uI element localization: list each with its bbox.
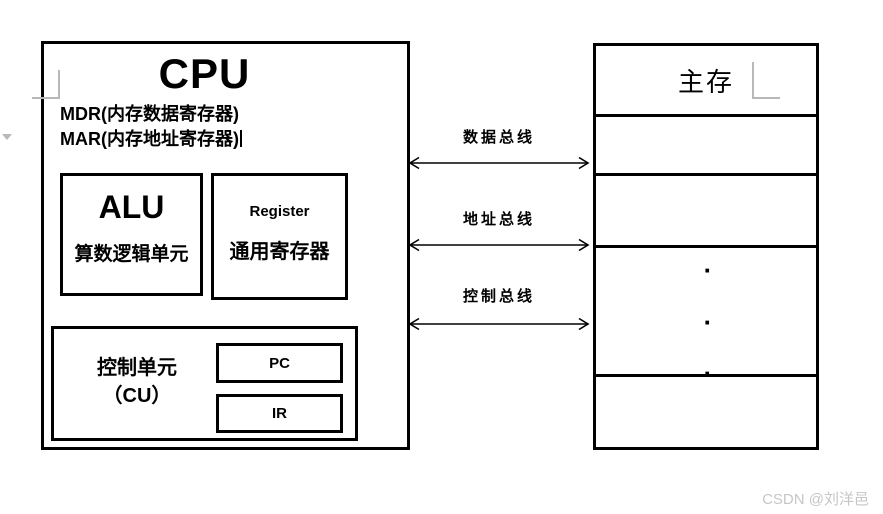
pc-label: PC bbox=[269, 354, 290, 372]
control-unit-abbr: （CU） bbox=[102, 385, 172, 407]
register-box: Register 通用寄存器 bbox=[211, 173, 348, 300]
selection-handle-corner bbox=[32, 70, 60, 99]
memory-title: 主存 bbox=[596, 46, 816, 117]
pc-box: PC bbox=[216, 343, 343, 383]
memory-cell-row bbox=[596, 117, 816, 176]
control-unit-label: 控制单元 （CU） bbox=[62, 354, 212, 410]
mar-line: MAR(内存地址寄存器) bbox=[60, 127, 242, 152]
cpu-box: CPU MDR(内存数据寄存器) MAR(内存地址寄存器) ALU 算数逻辑单元… bbox=[41, 41, 410, 450]
address-bus-label: 地址总线 bbox=[462, 212, 535, 228]
register-subtitle: 通用寄存器 bbox=[229, 241, 330, 263]
address-bus-double-arrow-icon bbox=[408, 238, 590, 252]
control-bus-label: 控制总线 bbox=[462, 289, 535, 305]
ir-box: IR bbox=[216, 394, 343, 433]
mar-label: MAR(内存地址寄存器) bbox=[60, 129, 239, 149]
memory-cell-row bbox=[596, 176, 816, 248]
memory-ellipsis-dot: · bbox=[703, 307, 713, 337]
data-bus-label: 数据总线 bbox=[462, 130, 535, 146]
cpu-title: CPU bbox=[158, 50, 251, 97]
cpu-registers-text: MDR(内存数据寄存器) MAR(内存地址寄存器) bbox=[60, 102, 242, 152]
data-bus-double-arrow-icon bbox=[408, 156, 590, 170]
mdr-label: MDR(内存数据寄存器) bbox=[60, 104, 239, 124]
ruler-marker-triangle-icon bbox=[2, 134, 12, 140]
selection-handle-corner bbox=[752, 62, 780, 99]
control-unit-name: 控制单元 bbox=[97, 357, 177, 379]
ir-label: IR bbox=[272, 405, 287, 422]
control-bus-double-arrow-icon bbox=[408, 317, 590, 331]
alu-title: ALU bbox=[98, 189, 165, 225]
alu-box: ALU 算数逻辑单元 bbox=[60, 173, 203, 296]
memory-ellipsis-dot: · bbox=[703, 358, 713, 388]
register-title: Register bbox=[249, 203, 310, 220]
control-unit-box: 控制单元 （CU） PC IR bbox=[51, 326, 358, 441]
alu-subtitle: 算数逻辑单元 bbox=[74, 244, 189, 265]
main-memory-box: 主存 · · · bbox=[593, 43, 819, 450]
watermark: CSDN @刘洋邑 bbox=[762, 491, 869, 508]
memory-ellipsis-dot: · bbox=[703, 255, 713, 285]
text-cursor bbox=[239, 130, 242, 147]
memory-cell-row bbox=[596, 248, 816, 377]
